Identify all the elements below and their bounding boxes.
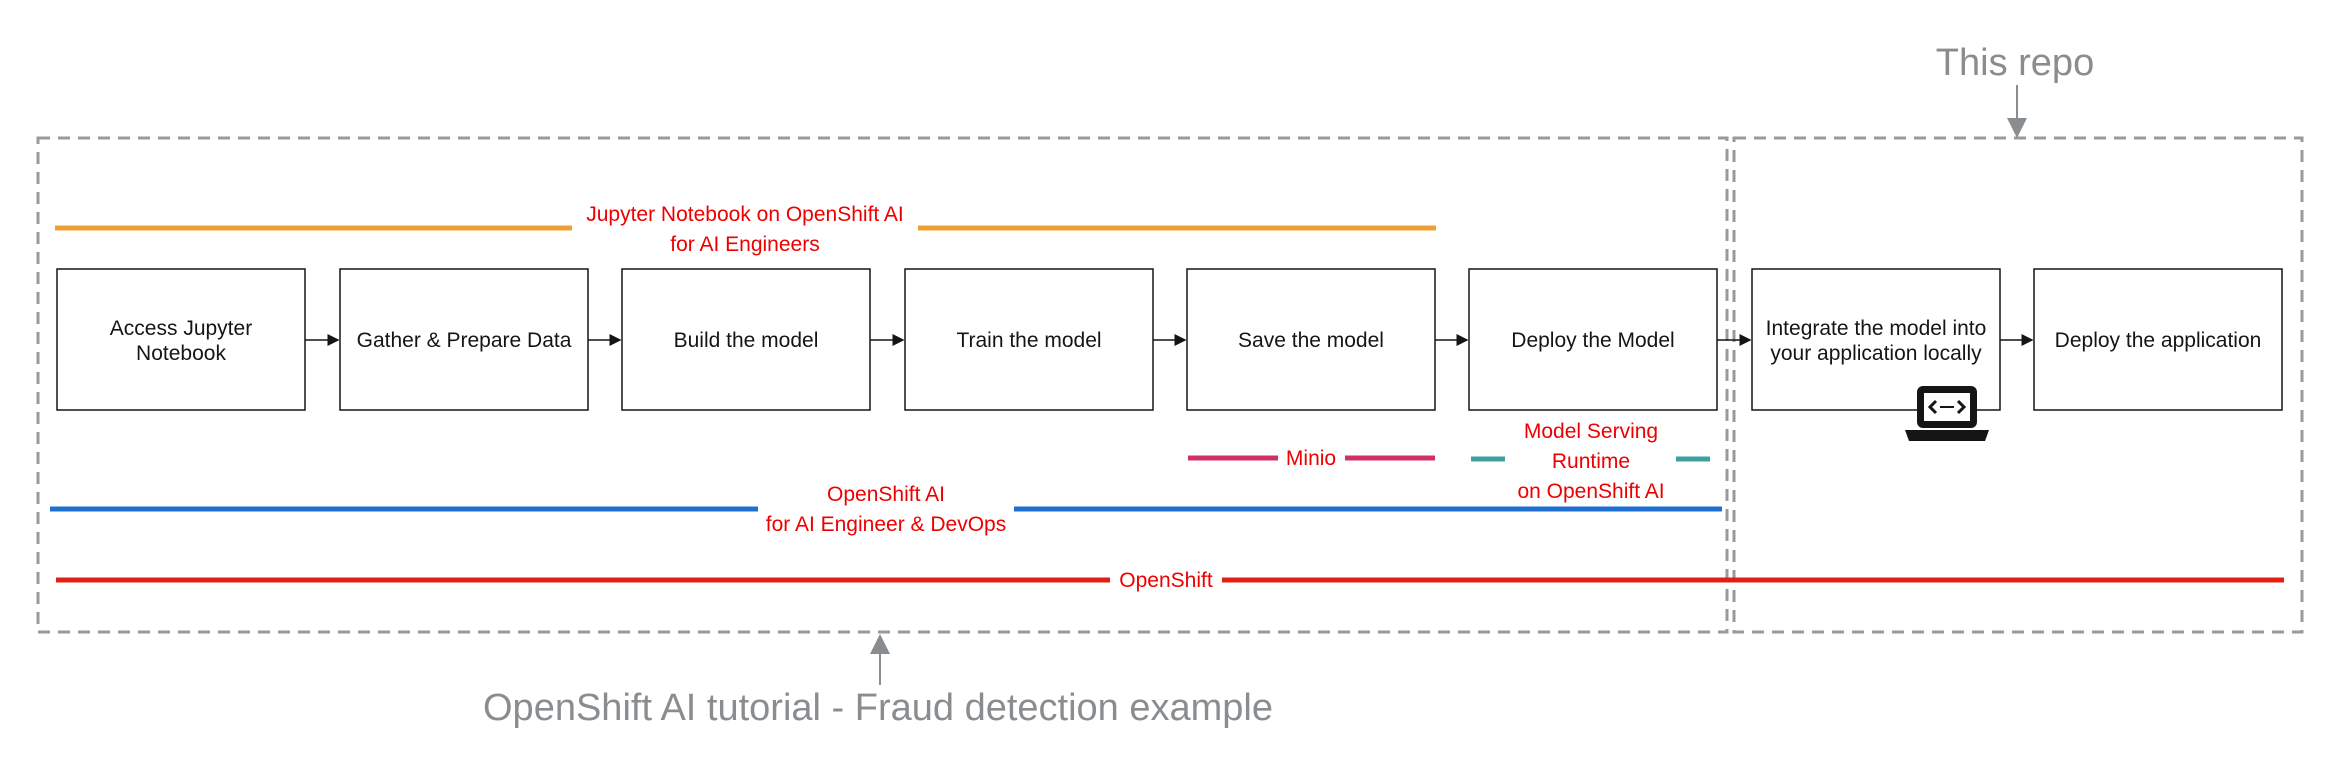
step-label: Deploy the Model: [1511, 329, 1674, 352]
step-label: Train the model: [956, 329, 1101, 352]
this-repo-region: [1732, 136, 2304, 634]
step-train-model: Train the model: [904, 268, 1154, 411]
tutorial-region: [36, 136, 1729, 634]
jupyter-label-line2: for AI Engineers: [670, 233, 819, 256]
model-serving-label-line3: on OpenShift AI: [1517, 480, 1664, 503]
step-deploy-application: Deploy the application: [2033, 268, 2283, 411]
openshift-ai-label-line2: for AI Engineer & DevOps: [766, 513, 1006, 536]
model-serving-label-line1: Model Serving: [1524, 420, 1658, 443]
step-integrate-model: Integrate the model into your applicatio…: [1751, 268, 2001, 411]
step-build-model: Build the model: [621, 268, 871, 411]
step-deploy-model: Deploy the Model: [1468, 268, 1718, 411]
minio-label: Minio: [1286, 447, 1336, 470]
step-label: Access Jupyter: [110, 317, 252, 340]
step-label: your application locally: [1770, 342, 1982, 365]
step-label: Save the model: [1238, 329, 1384, 352]
step-gather-data: Gather & Prepare Data: [339, 268, 589, 411]
openshift-label: OpenShift: [1119, 569, 1213, 592]
laptop-code-icon: [1905, 386, 1989, 441]
step-access-jupyter: Access Jupyter Notebook: [56, 268, 306, 411]
step-label: Notebook: [136, 342, 226, 365]
step-label: Integrate the model into: [1766, 317, 1987, 340]
this-repo-label: This repo: [1936, 42, 2094, 84]
openshift-ai-label-line1: OpenShift AI: [827, 483, 945, 506]
step-label: Gather & Prepare Data: [357, 329, 572, 352]
step-save-model: Save the model: [1186, 268, 1436, 411]
step-label: Deploy the application: [2055, 329, 2262, 352]
tutorial-label: OpenShift AI tutorial - Fraud detection …: [483, 687, 1273, 729]
model-serving-label-line2: Runtime: [1552, 450, 1630, 473]
step-label: Build the model: [674, 329, 819, 352]
jupyter-label-line1: Jupyter Notebook on OpenShift AI: [586, 203, 904, 226]
